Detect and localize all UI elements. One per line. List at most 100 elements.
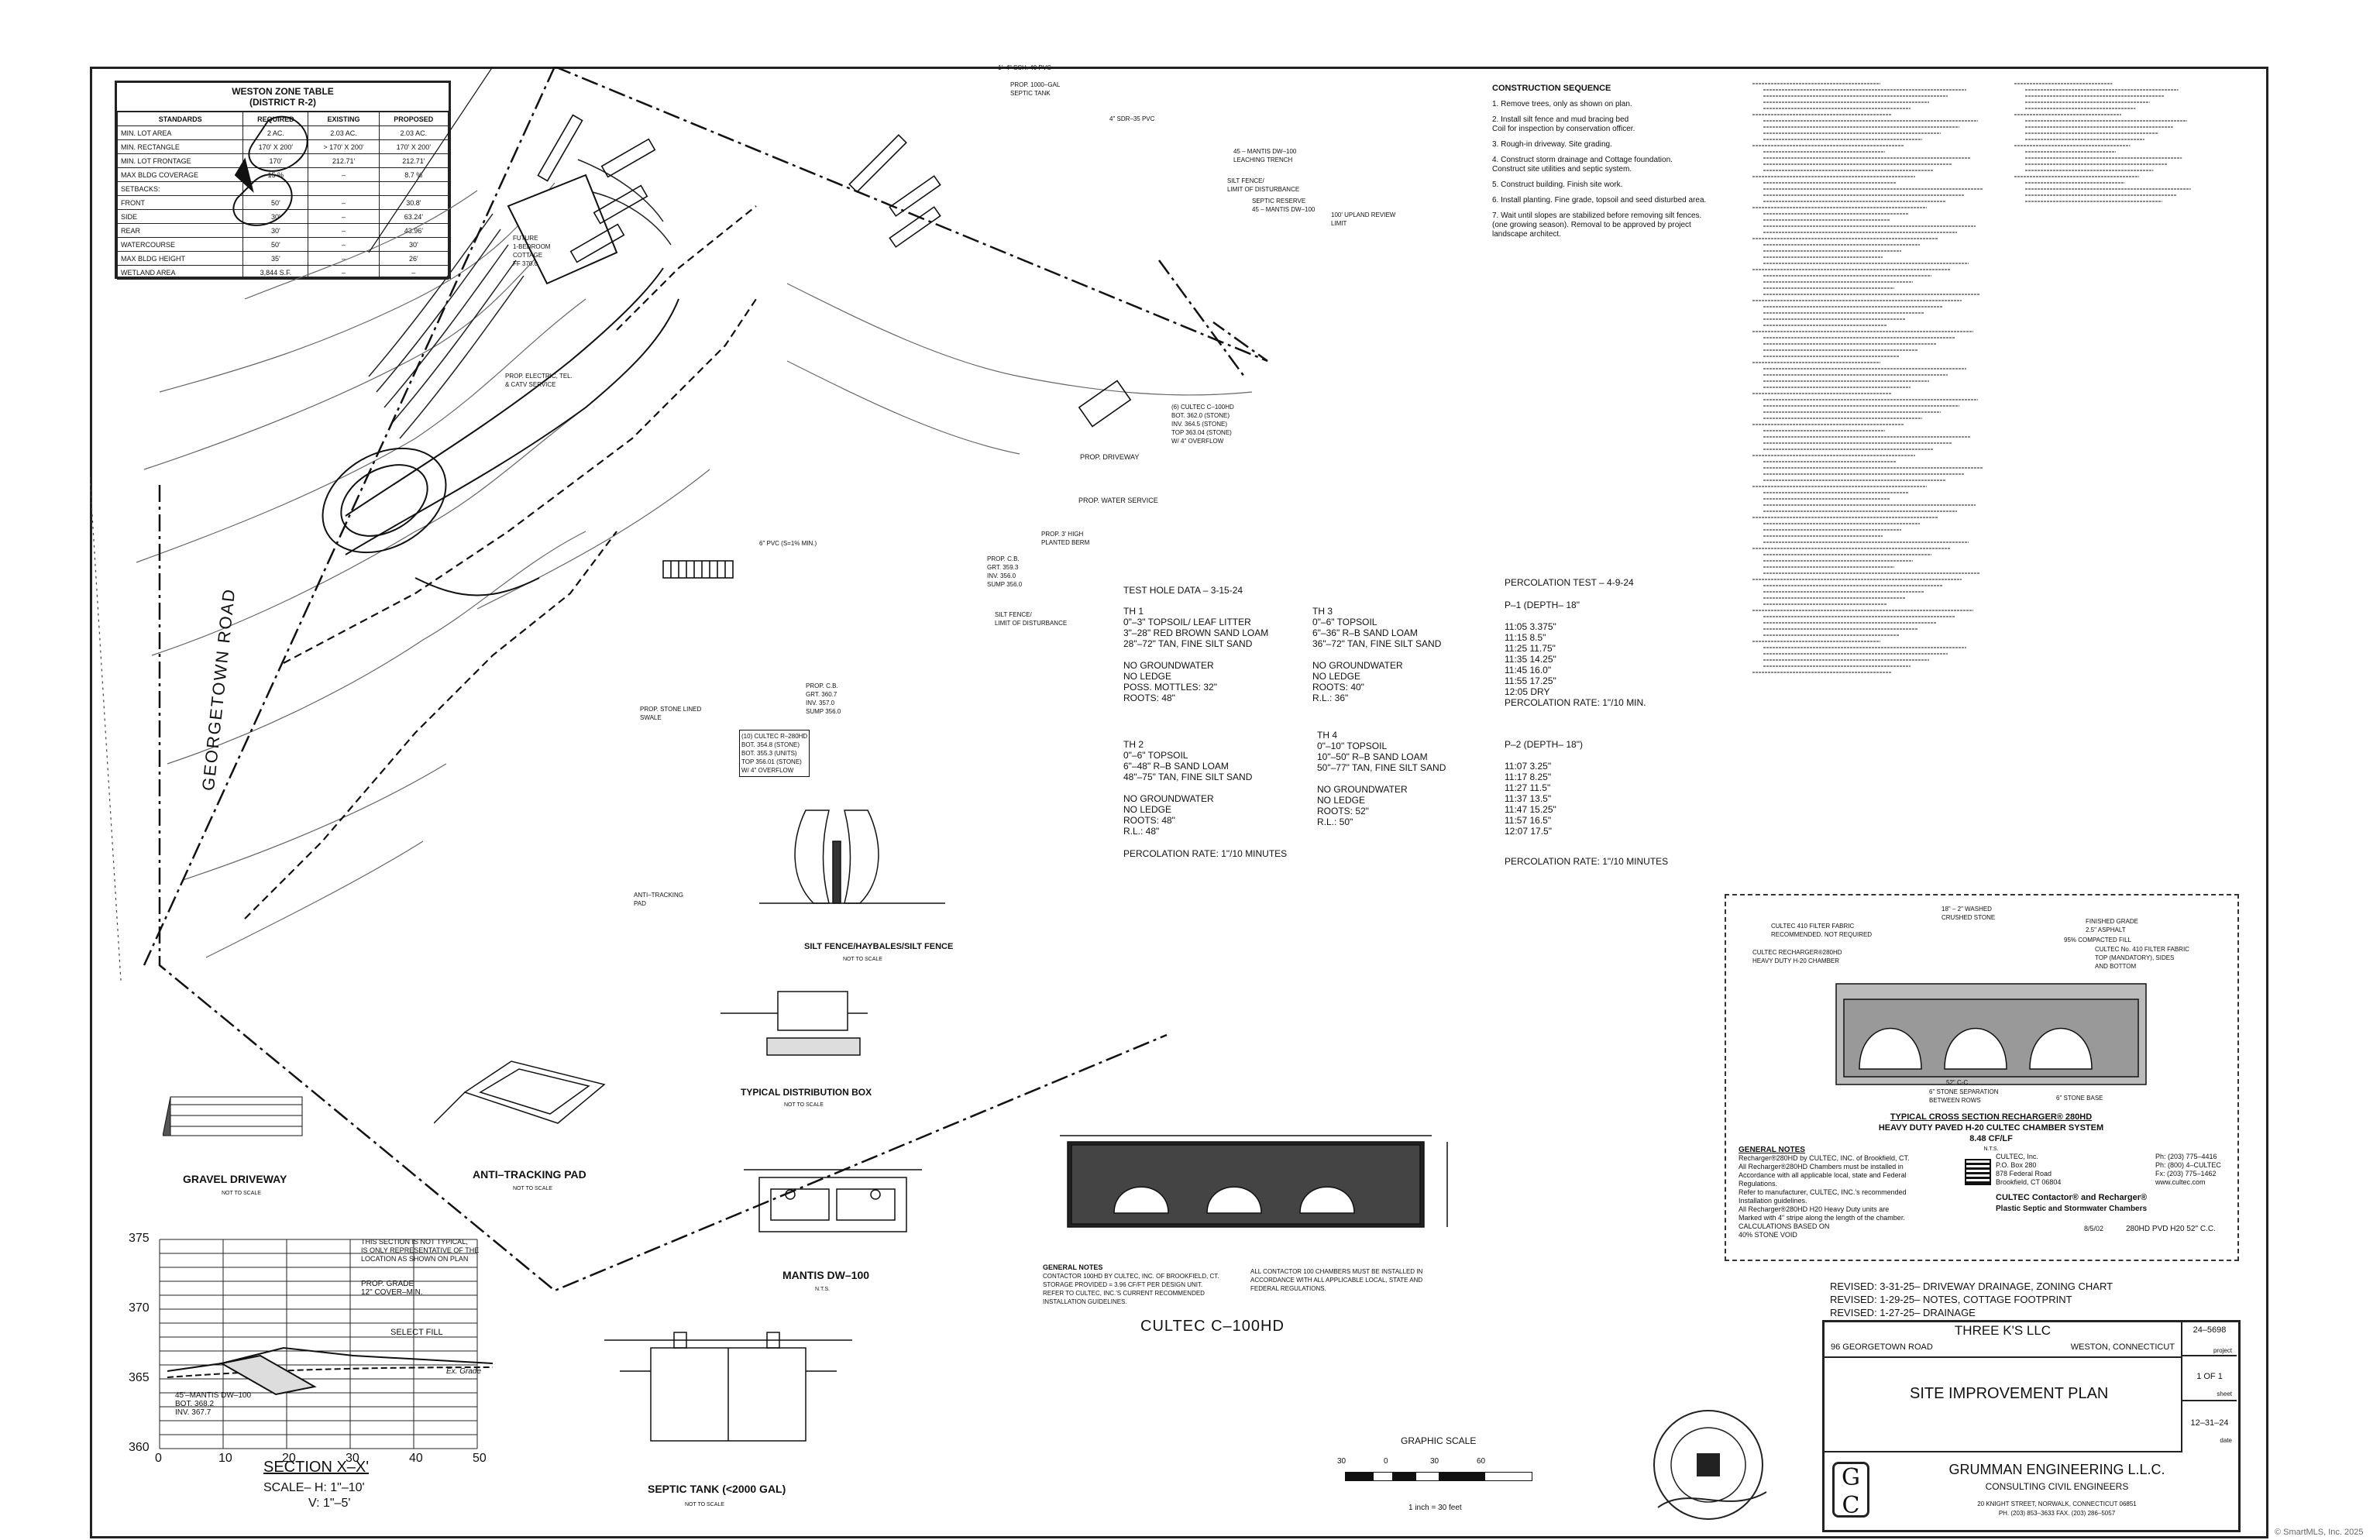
plan-date-label: date bbox=[2220, 1437, 2232, 1444]
section-scale-v: V: 1"–5' bbox=[308, 1497, 351, 1510]
section-x-tick: 40 bbox=[409, 1452, 423, 1465]
distribution-box-title: TYPICAL DISTRIBUTION BOX bbox=[741, 1087, 872, 1098]
test-hole-4: TH 4 0"–10" TOPSOIL 10"–50" R–B SAND LOA… bbox=[1317, 730, 1446, 827]
cultec-r280-callout: (10) CULTEC R–280HD BOT. 354.8 (STONE) B… bbox=[739, 730, 810, 777]
recharger-nts: N.T.S. bbox=[1983, 1146, 1999, 1152]
plan-date: 12–31–24 bbox=[2190, 1418, 2229, 1428]
copyright-label: © SmartMLS, Inc. 2025 bbox=[2275, 1528, 2364, 1537]
title-block-title: SITE IMPROVEMENT PLAN bbox=[1910, 1385, 2109, 1402]
revision-item: REVISED: 1-29-25– NOTES, COTTAGE FOOTPRI… bbox=[1830, 1294, 2072, 1305]
table-cell: – bbox=[378, 265, 449, 280]
mantis-detail-drawing bbox=[744, 1169, 922, 1232]
cultec-general-notes-title: GENERAL NOTES bbox=[1043, 1263, 1103, 1271]
recharger-notes-title: GENERAL NOTES bbox=[1739, 1146, 1805, 1154]
graphic-scale-tick: 30 bbox=[1337, 1457, 1346, 1466]
title-block: THREE K'S LLC 96 GEORGETOWN ROAD WESTON,… bbox=[1822, 1320, 2241, 1532]
recharger-section-drawing bbox=[1835, 983, 2147, 1085]
recharger-label-fabric: CULTEC No. 410 FILTER FABRIC TOP (MANDAT… bbox=[2095, 946, 2189, 970]
cultec-logo-icon bbox=[1965, 1159, 1991, 1185]
recharger-detail-frame bbox=[1725, 894, 2239, 1261]
list-item: 5. Construct building. Finish site work. bbox=[1492, 180, 1623, 189]
section-x-tick: 20 bbox=[282, 1452, 296, 1465]
list-item: 4. Construct storm drainage and Cottage … bbox=[1492, 156, 1673, 174]
test-hole-3: TH 3 0"–6" TOPSOIL 6"–36" R–B SAND LOAM … bbox=[1312, 606, 1442, 703]
recharger-subtitle: HEAVY DUTY PAVED H-20 CULTEC CHAMBER SYS… bbox=[1878, 1123, 2104, 1133]
septic-tank-title: SEPTIC TANK (<2000 GAL) bbox=[648, 1483, 786, 1495]
test-hole-data: TEST HOLE DATA – 3-15-24 bbox=[1123, 586, 1243, 596]
general-notes-column-2 bbox=[2014, 79, 2193, 234]
section-mantis-label: 45'–MANTIS DW–100 BOT. 368.2 INV. 367.7 bbox=[175, 1391, 252, 1417]
prop-electric-label: PROP. ELECTRIC, TEL. & CATV SERVICE bbox=[505, 373, 573, 388]
graphic-scale-note: 1 inch = 30 feet bbox=[1408, 1504, 1462, 1512]
site-plan-drawing bbox=[90, 67, 1268, 1292]
pvc-min-label: 6" PVC (S=1% MIN.) bbox=[759, 540, 817, 547]
recharger-label-chamber: CULTEC RECHARGER®280HD HEAVY DUTY H-20 C… bbox=[1752, 949, 1842, 964]
construction-sequence: CONSTRUCTION SEQUENCE 1. Remove trees, o… bbox=[1492, 84, 1709, 246]
perc-test-rate: PERCOLATION RATE: 1"/10 MINUTES bbox=[1505, 856, 1669, 867]
firm-phone: PH. (203) 853–3633 FAX. (203) 286–5057 bbox=[1998, 1510, 2116, 1517]
list-item: 7. Wait until slopes are stabilized befo… bbox=[1492, 211, 1702, 239]
graphic-scale-tick: 0 bbox=[1384, 1457, 1388, 1466]
mantis-detail-title: MANTIS DW–100 bbox=[782, 1269, 870, 1281]
test-hole-1: TH 1 0"–3" TOPSOIL/ LEAF LITTER 3"–28" R… bbox=[1123, 606, 1269, 703]
test-hole-perc-rate: PERCOLATION RATE: 1"/10 MINUTES bbox=[1123, 848, 1288, 859]
zone-table-title: WESTON ZONE TABLE bbox=[232, 86, 334, 97]
septic-tank-sub: NOT TO SCALE bbox=[685, 1502, 724, 1507]
list-item: 3. Rough-in driveway. Site grading. bbox=[1492, 140, 1612, 149]
cultec-c100-callout: (6) CULTEC C–100HD BOT. 362.0 (STONE) IN… bbox=[1171, 404, 1234, 445]
list-item: 6. Install planting. Fine grade, topsoil… bbox=[1492, 196, 1707, 205]
firm-name: GRUMMAN ENGINEERING L.L.C. bbox=[1948, 1462, 2165, 1477]
perc-test-title: PERCOLATION TEST – 4-9-24 bbox=[1505, 577, 1634, 588]
section-drawing bbox=[159, 1239, 494, 1449]
gravel-driveway-title: GRAVEL DRIVEWAY bbox=[183, 1173, 287, 1185]
section-scale-h: SCALE– H: 1"–10' bbox=[263, 1481, 365, 1494]
anti-tracking-pad-sub: NOT TO SCALE bbox=[513, 1186, 552, 1191]
construction-sequence-list: 1. Remove trees, only as shown on plan. 2… bbox=[1492, 100, 1709, 239]
graphic-scale-title: GRAPHIC SCALE bbox=[1401, 1435, 1477, 1446]
section-prop-grade: PROP. GRADE 12" COVER–MIN. bbox=[361, 1280, 423, 1297]
perc-test-p1: P–1 (DEPTH– 18" 11:05 3.375" 11:15 8.5" … bbox=[1505, 600, 1646, 708]
construction-sequence-title: CONSTRUCTION SEQUENCE bbox=[1492, 84, 1611, 93]
drawing-sheet bbox=[90, 67, 2268, 1538]
section-x-tick: 0 bbox=[155, 1452, 162, 1465]
recharger-model: 280HD PVD H20 52" C.C. bbox=[2126, 1225, 2216, 1233]
future-cottage-label: FUTURE 1-BEDROOM COTTAGE FF 370.0 bbox=[513, 235, 551, 267]
recharger-label-filter: CULTEC 410 FILTER FABRIC RECOMMENDED. NO… bbox=[1771, 923, 1873, 938]
engineer-seal-stamp bbox=[1653, 1410, 1767, 1520]
list-item: 1. Remove trees, only as shown on plan. bbox=[1492, 100, 1632, 108]
recharger-notes: Recharger®280HD by CULTEC, INC. of Brook… bbox=[1739, 1154, 1910, 1239]
title-block-town: WESTON, CONNECTICUT bbox=[2070, 1342, 2175, 1352]
sheet-number: 1 OF 1 bbox=[2196, 1372, 2223, 1381]
section-x-tick: 10 bbox=[218, 1452, 232, 1465]
revision-list: REVISED: 3-31-25– DRIVEWAY DRAINAGE, ZON… bbox=[1830, 1280, 2113, 1319]
recharger-date: 8/5/02 bbox=[2084, 1225, 2104, 1232]
revision-item: REVISED: 1-27-25– DRAINAGE bbox=[1830, 1307, 1976, 1318]
test-hole-title: TEST HOLE DATA – 3-15-24 bbox=[1123, 585, 1243, 596]
title-block-owner: THREE K'S LLC bbox=[1954, 1323, 2052, 1338]
recharger-label-stone-base: 6" STONE BASE bbox=[2056, 1095, 2103, 1102]
section-x-tick: 50 bbox=[473, 1452, 487, 1465]
project-number-label: project bbox=[2213, 1347, 2232, 1354]
septic-tank-drawing bbox=[604, 1332, 852, 1442]
table-cell: WETLAND AREA bbox=[116, 265, 244, 280]
title-block-address: 96 GEORGETOWN ROAD bbox=[1831, 1342, 1933, 1352]
recharger-label-compacted: 95% COMPACTED FILL bbox=[2064, 937, 2131, 944]
septic-reserve-label: SEPTIC RESERVE 45 – MANTIS DW–100 bbox=[1252, 198, 1316, 213]
silt-fence-detail-sub: NOT TO SCALE bbox=[843, 957, 882, 962]
recharger-phones: Ph: (203) 775–4416 Ph: (800) 4–CULTEC Fx… bbox=[2155, 1153, 2221, 1186]
list-item: 2. Install silt fence and mud bracing be… bbox=[1492, 115, 1635, 133]
section-y-tick: 360 bbox=[129, 1441, 150, 1454]
notes-text-lines-1 bbox=[1752, 83, 1983, 673]
stone-swale-label: PROP. STONE LINED SWALE bbox=[640, 706, 702, 721]
zone-table-subtitle: (DISTRICT R-2) bbox=[249, 97, 316, 108]
firm-subtitle: CONSULTING CIVIL ENGINEERS bbox=[1985, 1481, 2129, 1492]
prop-driveway-label: PROP. DRIVEWAY bbox=[1080, 453, 1140, 461]
recharger-label-stone-sep: 6" STONE SEPARATION BETWEEN ROWS bbox=[1929, 1088, 1999, 1104]
distribution-box-drawing bbox=[721, 991, 868, 1056]
test-hole-2: TH 2 0"–6" TOPSOIL 6"–48" R–B SAND LOAM … bbox=[1123, 739, 1253, 837]
